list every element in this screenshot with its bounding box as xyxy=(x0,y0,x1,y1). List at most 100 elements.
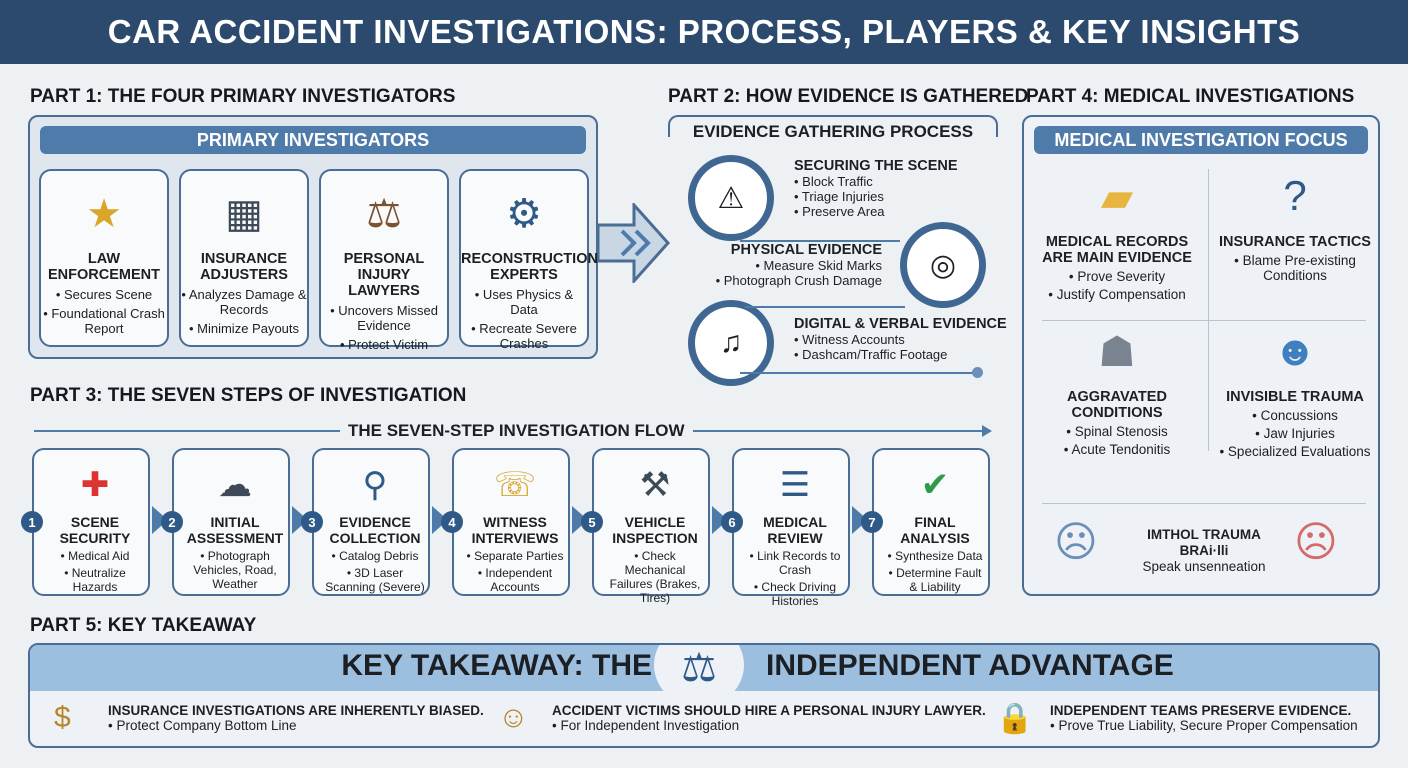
camera-weather-icon: ☁ xyxy=(218,466,252,504)
step-number: 7 xyxy=(861,511,883,533)
card-point: • Uses Physics & Data xyxy=(474,287,574,317)
card-title: INSURANCE ADJUSTERS xyxy=(200,251,288,283)
takeaway-item: INSURANCE INVESTIGATIONS ARE INHERENTLY … xyxy=(108,703,484,733)
step-point: • Link Records to Crash xyxy=(749,549,841,577)
connector-line xyxy=(745,306,905,308)
investigator-card: ⚖ PERSONAL INJURY LAWYERS • Uncovers Misse… xyxy=(319,169,449,352)
step-card: ⚲EVIDENCE COLLECTION• Catalog Debris• 3D… xyxy=(312,448,430,596)
step-title: INITIAL ASSESSMENT xyxy=(186,514,284,546)
card-point: • Recreate Severe Crashes xyxy=(471,321,577,351)
magnifier-scanner-icon: ⚲ xyxy=(362,466,388,504)
step-point: • Check Driving Histories xyxy=(753,580,837,608)
step-number: 6 xyxy=(721,511,743,533)
evidence-bracket xyxy=(668,115,998,137)
flow-arrow-icon xyxy=(982,425,992,437)
investigator-card: ▦ INSURANCE ADJUSTERS • Analyzes Damage & … xyxy=(179,169,309,347)
connector-dot xyxy=(972,367,983,378)
step-point: • Photograph Vehicles, Road, Weather xyxy=(193,549,277,591)
police-badge-icon: ★ xyxy=(86,192,122,236)
card-point: • Uncovers Missed Evidence xyxy=(330,303,438,333)
stage-title: SECURING THE SCENE xyxy=(794,158,958,174)
tape-measure-camera-icon: ◎ xyxy=(900,222,986,308)
card-point: • Analyzes Damage & Records xyxy=(181,287,307,317)
connector-line xyxy=(740,240,900,242)
step-title: WITNESS INTERVIEWS xyxy=(471,514,559,546)
divider xyxy=(1042,320,1366,321)
first-aid-cone-icon: ✚ xyxy=(80,466,110,504)
investigators-bar: PRIMARY INVESTIGATORS xyxy=(40,126,586,154)
calculator-briefcase-icon: ▦ xyxy=(225,192,263,236)
stage-point: • Witness Accounts xyxy=(794,332,905,347)
takeaway-head: ACCIDENT VICTIMS SHOULD HIRE A PERSONAL … xyxy=(552,703,986,718)
connector-line xyxy=(740,372,976,374)
bottom-line1: IMTHOL TRAUMA xyxy=(1147,527,1261,542)
step-point: • Medical Aid xyxy=(60,549,130,563)
medical-item-title: MEDICAL RECORDS ARE MAIN EVIDENCE xyxy=(1042,234,1192,266)
banner-right: INDEPENDENT ADVANTAGE xyxy=(766,649,1174,682)
step-card: ☏ WITNESS INTERVIEWS • Separate Parties • I… xyxy=(452,448,570,596)
medical-bottom-text: IMTHOL TRAUMA BRAi·lli Speak unsenneatio… xyxy=(1124,527,1284,575)
part2-title: PART 2: HOW EVIDENCE IS GATHERED xyxy=(668,86,1029,107)
evidence-stage: SECURING THE SCENE• Block Traffic• Triag… xyxy=(794,158,958,219)
folder-icon: ▰ xyxy=(1100,173,1134,220)
part5-title: PART 5: KEY TAKEAWAY xyxy=(30,615,257,636)
card-point: • Secures Scene xyxy=(55,287,153,302)
step-point: • Check Mechanical Failures (Brakes, Tir… xyxy=(609,549,701,605)
document-check-icon: ✔ xyxy=(920,466,950,504)
stage-point: • Dashcam/Traffic Footage xyxy=(794,347,948,362)
takeaway-head: INSURANCE INVESTIGATIONS ARE INHERENTLY … xyxy=(108,703,484,718)
medical-item: ☗AGGRAVATED CONDITIONS• Spinal Stenosis•… xyxy=(1032,327,1202,457)
step-title: FINAL ANALYSIS xyxy=(900,514,970,546)
chat-bubbles-icon: ☏ xyxy=(493,466,537,504)
takeaway-panel: KEY TAKEAWAY: THE ⚖ INDEPENDENT ADVANTAG… xyxy=(28,643,1380,748)
medical-point: • Jaw Injuries xyxy=(1255,426,1335,441)
step-number: 3 xyxy=(301,511,323,533)
step-card: ☁ INITIAL ASSESSMENT• Photograph Vehicles… xyxy=(172,448,290,596)
medical-item-title: AGGRAVATED CONDITIONS xyxy=(1067,389,1167,421)
investigator-card: ⚙RECONSTRUCTION EXPERTS• Uses Physics & … xyxy=(459,169,598,351)
step-point: • Neutralize Hazards xyxy=(64,566,126,594)
part1-title: PART 1: THE FOUR PRIMARY INVESTIGATORS xyxy=(30,86,456,107)
evidence-stage: DIGITAL & VERBAL EVIDENCE• Witness Accou… xyxy=(794,316,1007,362)
medical-point: • Acute Tendonitis xyxy=(1063,442,1171,457)
step-card: ⚒VEHICLE INSPECTION• Check Mechanical Fa… xyxy=(592,448,710,605)
medical-point: • Justify Compensation xyxy=(1048,287,1186,302)
card-point: • Foundational Crash Report xyxy=(43,306,165,336)
medical-bar: MEDICAL INVESTIGATION FOCUS xyxy=(1034,126,1368,154)
takeaway-sub: • Protect Company Bottom Line xyxy=(108,718,297,733)
step-title: MEDICAL REVIEW xyxy=(763,514,827,546)
medical-item-title: INSURANCE TACTICS xyxy=(1219,234,1371,250)
medical-point: • Specialized Evaluations xyxy=(1219,444,1371,459)
card-point: • Protect Victim xyxy=(339,337,429,352)
lock-database-icon: 🔒 xyxy=(996,702,1034,735)
divider xyxy=(1042,503,1366,504)
gavel-shield-icon: ⚖ xyxy=(366,192,402,236)
investigator-card: ★ LAW ENFORCEMENT • Secures Scene • Foundat… xyxy=(39,169,169,347)
medical-point: • Blame Pre-existing Conditions xyxy=(1234,253,1356,283)
step-point: • Synthesize Data xyxy=(887,549,983,563)
step-point: • Separate Parties xyxy=(466,549,564,563)
takeaway-sub: • Prove True Liability, Secure Proper Co… xyxy=(1050,718,1358,733)
step-number: 2 xyxy=(161,511,183,533)
divider xyxy=(1208,169,1209,451)
spine-knee-icon: ☗ xyxy=(1098,328,1136,375)
card-title: PERSONAL INJURY LAWYERS xyxy=(343,251,425,299)
part4-title: PART 4: MEDICAL INVESTIGATIONS xyxy=(1026,86,1355,107)
flow-title: THE SEVEN-STEP INVESTIGATION FLOW xyxy=(340,421,693,441)
person-question-icon: ? xyxy=(1283,172,1307,219)
stage-point: • Photograph Crush Damage xyxy=(715,273,882,288)
medical-item-title: INVISIBLE TRAUMA xyxy=(1226,389,1364,405)
card-title: LAW ENFORCEMENT xyxy=(48,251,160,283)
money-bag-down-icon: $ xyxy=(54,701,71,734)
page-title: CAR ACCIDENT INVESTIGATIONS: PROCESS, PL… xyxy=(0,0,1408,64)
head-brain-icon: ☻ xyxy=(1272,327,1318,374)
step-point: • Independent Accounts xyxy=(477,566,553,594)
car-gear-icon: ⚙ xyxy=(506,192,542,236)
step-card: ✔FINAL ANALYSIS• Synthesize Data• Determ… xyxy=(872,448,990,596)
medical-item: ☻INVISIBLE TRAUMA• Concussions• Jaw Inju… xyxy=(1210,327,1380,459)
stage-title: DIGITAL & VERBAL EVIDENCE xyxy=(794,316,1007,332)
step-number: 4 xyxy=(441,511,463,533)
takeaway-sub: • For Independent Investigation xyxy=(552,718,740,733)
card-point: • Minimize Payouts xyxy=(188,321,300,336)
step-point: • 3D Laser Scanning (Severe) xyxy=(325,566,425,594)
